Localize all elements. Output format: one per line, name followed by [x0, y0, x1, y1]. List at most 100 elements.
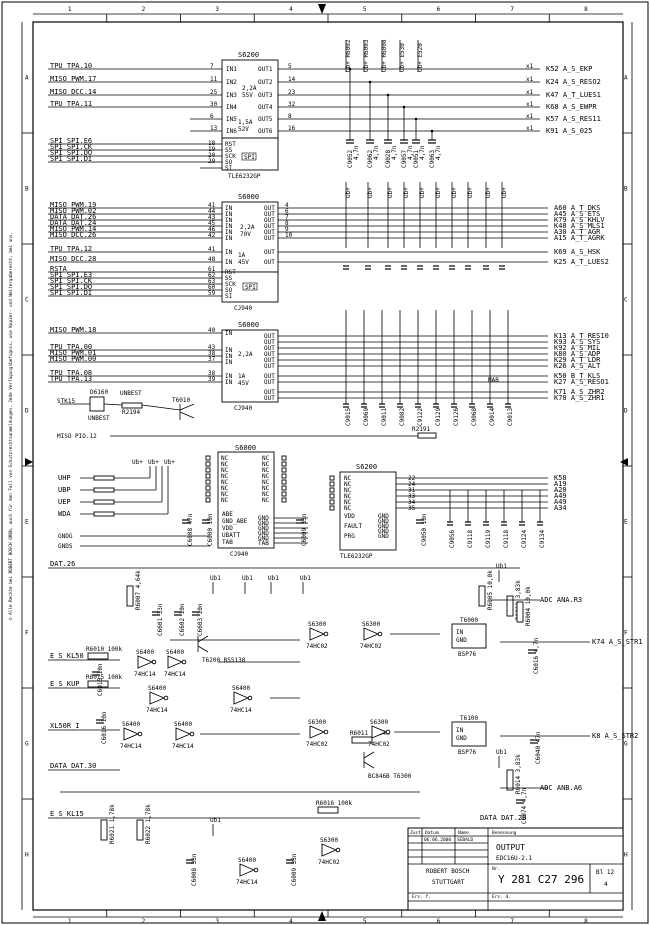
ic1-load-label: K91 A_S_025 — [546, 127, 592, 135]
connector-mark: x1 — [526, 101, 534, 108]
svg-text:1A: 1A — [238, 252, 246, 259]
ic2-load-label: A60 A_T_DKS — [554, 204, 600, 212]
ic2-in-port: IN — [225, 223, 233, 230]
ic4-port: TAB — [222, 539, 233, 546]
ic5-load-label: A49 — [554, 498, 567, 506]
ic1-spi-port: RST — [225, 141, 236, 148]
gate-part: 74HC02 — [360, 643, 382, 650]
resistor — [87, 680, 109, 688]
ic4-gnd-input: GNDS — [58, 543, 73, 550]
ic5-pin: 34 — [408, 499, 416, 506]
ic1-load-label: K68 A_S_EWPR — [546, 103, 597, 111]
ic3-load-label: K71 A_S_ZHR2 — [554, 388, 605, 396]
ic4-nc-right: NC — [262, 455, 270, 462]
svg-text:Benennung: Benennung — [492, 830, 517, 836]
col-label-top: 1 — [68, 6, 72, 13]
supply-label: Ub1 — [496, 563, 507, 570]
col-label-bottom: 7 — [510, 918, 514, 925]
ic2-in-signal: DATA DAT.26 — [50, 213, 96, 221]
ic2-supply-label: Ub+ — [367, 187, 374, 198]
ic2-in-port: IN — [225, 229, 233, 236]
transistor — [451, 623, 487, 649]
svg-text:IN: IN — [225, 347, 233, 354]
gate-ref: S6400 — [238, 857, 256, 864]
ic1-cap-label: C9028 — [385, 150, 392, 168]
ic2-spi-signal: SPI SPI.DO — [50, 283, 92, 291]
col-label-bottom: 1 — [68, 918, 72, 925]
ic1-out-pin: 8 — [288, 113, 292, 120]
ic5-port: GND — [378, 533, 389, 540]
ic5-nc: NC — [344, 481, 352, 488]
svg-text:SEBALD: SEBALD — [457, 837, 474, 843]
transistor — [451, 721, 487, 747]
svg-text:IN: IN — [225, 359, 233, 366]
ic2-supply-label: Ub+ — [501, 187, 508, 198]
ic1-name: S6200 — [238, 51, 259, 59]
row-label-left: B — [25, 186, 29, 193]
ic3-load-label: K26 A_S_ALT — [554, 362, 601, 370]
ic3-load-label: K13 A_T_RES10 — [554, 332, 609, 340]
ic1-supply-label: Ub+ R6002 — [345, 39, 352, 72]
svg-text:OUT: OUT — [264, 339, 275, 346]
supply-label: Ub1 — [210, 575, 221, 582]
ic2-in-port: IN — [225, 235, 233, 242]
svg-text:UNBEST: UNBEST — [120, 390, 142, 397]
svg-text:Datum: Datum — [425, 830, 439, 836]
ic4-port: VDD — [222, 525, 233, 532]
gate-ref: S6400 — [122, 721, 140, 728]
ic1-cap-value: 4,7n — [407, 145, 414, 160]
ic1-spi-port: SCK — [225, 153, 236, 160]
ic2-in-signal: DATA DAT.24 — [50, 219, 96, 227]
ic2-in-pin: 44 — [208, 208, 216, 215]
ic1-spi-pin: 29 — [208, 158, 216, 165]
svg-text:IN: IN — [225, 379, 233, 386]
svg-text:IN: IN — [456, 727, 464, 734]
connector-mark: x1 — [526, 63, 534, 70]
ic1-cap-value: 4,7n — [419, 145, 426, 160]
ic4-nc-right: NC — [262, 467, 270, 474]
svg-text:STK15: STK15 — [57, 398, 75, 405]
svg-text:Ers. d.: Ers. d. — [492, 894, 511, 900]
ic1-cap-value: 4,7n — [373, 145, 380, 160]
svg-text:IN: IN — [225, 353, 233, 360]
ic1-load-label: K52 A_S_EKP — [546, 65, 592, 73]
resistor-label: R6005 10,0k — [487, 570, 494, 610]
ic2-out-port: OUT — [264, 223, 275, 230]
adc-label: ADC ANA.R3 — [540, 596, 582, 604]
ic5-pin: 31 — [408, 487, 416, 494]
ic2-spi-signal: SPI SPI.CK — [50, 277, 93, 285]
ic2-spi-signal: SPI SPI.DI — [50, 289, 92, 297]
ic3-cap-label: C9068 — [471, 408, 478, 426]
svg-text:Zust.: Zust. — [410, 830, 424, 836]
ic4-gnd: GND — [258, 520, 269, 527]
svg-text:Nr.: Nr. — [492, 866, 500, 872]
ic5-cap-label: C9134 — [539, 530, 546, 548]
ic5-load-label: A34 — [554, 504, 567, 512]
transistor — [363, 751, 375, 769]
ic2-in-pin: 43 — [208, 214, 216, 221]
ic5-load-label: K58 — [554, 474, 567, 482]
row-label-right: C — [624, 297, 628, 304]
capacitor-label: C6016 4,7n — [533, 637, 540, 674]
ic4-input-label: WDA — [58, 510, 71, 518]
ic1-in-pin: 25 — [210, 89, 218, 96]
ic2-supply-label: Ub+ — [467, 187, 474, 198]
ic1-out-port: OUT4 — [258, 104, 273, 111]
ic1-in-port: IN5 — [226, 116, 237, 123]
connector-mark: x1 — [526, 113, 534, 120]
capacitor-label: C6602 10n — [179, 603, 186, 636]
ic3-in-signal: MISO PWM.01 — [50, 349, 96, 357]
supply-label: Ub1 — [242, 575, 253, 582]
svg-text:S6000: S6000 — [238, 193, 259, 201]
gate-part: 74HC14 — [230, 707, 252, 714]
row-label-right: D — [624, 408, 628, 415]
svg-text:R2194: R2194 — [122, 409, 140, 416]
ic1-supply-label: Ub+ R6003 — [363, 39, 370, 72]
ic2-out-port: OUT — [264, 217, 275, 224]
ic3-in-pin: 37 — [208, 356, 216, 363]
ic4-gnd: GND — [258, 525, 269, 532]
gate-ref: S6300 — [308, 621, 326, 628]
ic1-supply-label: Ub+ E530 — [399, 43, 406, 72]
